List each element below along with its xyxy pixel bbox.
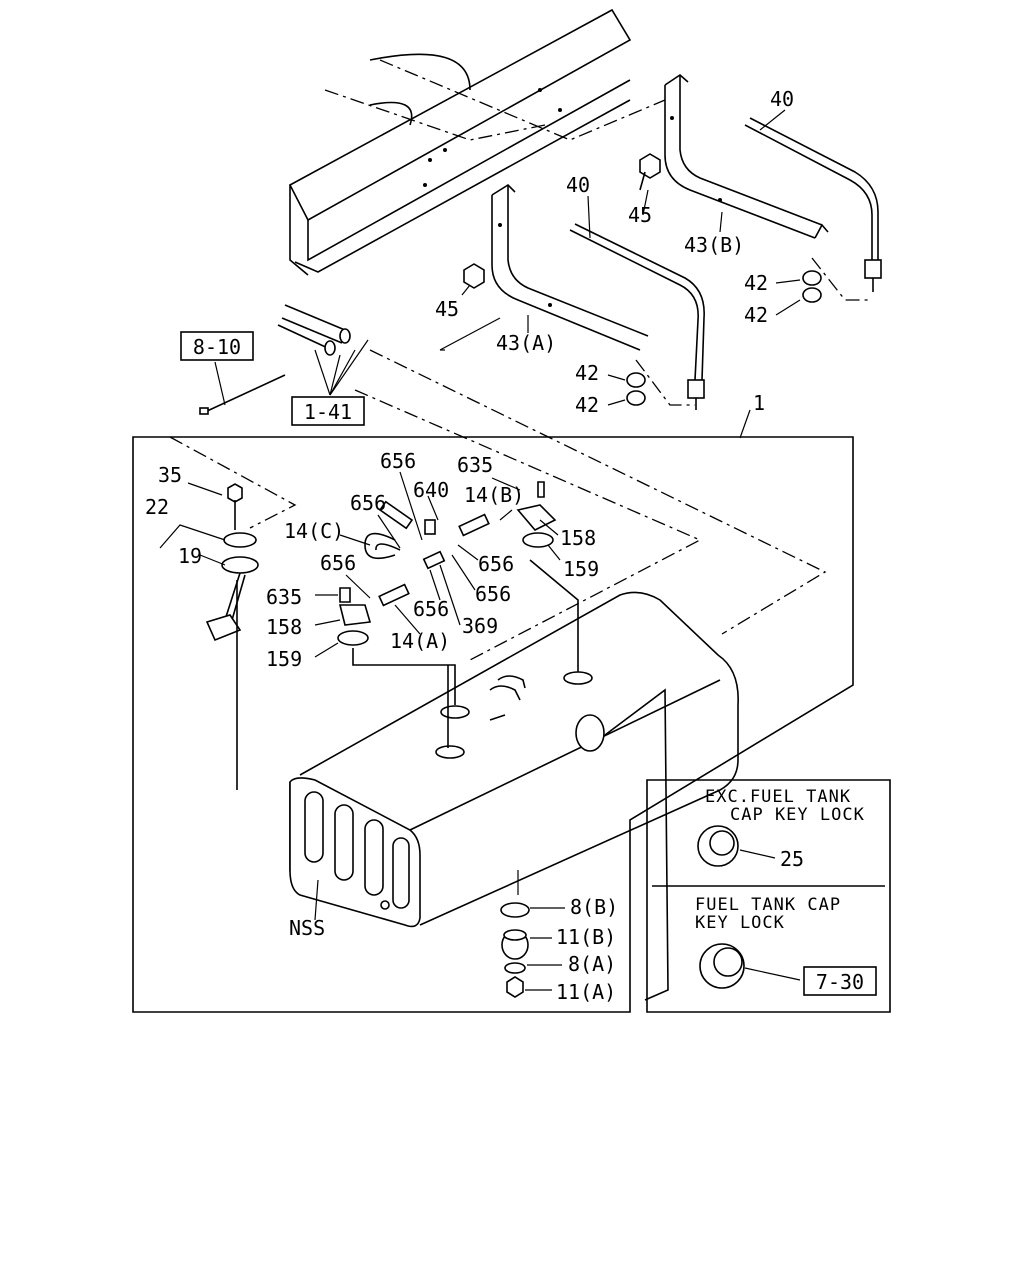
label-42-right-1: 42 xyxy=(744,271,768,295)
label-40-right: 40 xyxy=(770,87,794,111)
label-656-mid: 656 xyxy=(350,491,386,515)
bolt-45-left xyxy=(463,263,485,289)
frame-rail xyxy=(288,8,666,276)
note-exc-line1: EXC.FUEL TANK xyxy=(705,787,851,807)
label-369: 369 xyxy=(462,614,498,638)
bracket-43b xyxy=(664,73,829,239)
label-8a: 8(A) xyxy=(568,952,616,976)
label-656-right: 656 xyxy=(478,552,514,576)
label-14c: 14(C) xyxy=(284,519,344,543)
label-656-right-low: 656 xyxy=(475,582,511,606)
label-42-left-1: 42 xyxy=(575,361,599,385)
label-11a: 11(A) xyxy=(556,980,616,1004)
strap-40-right xyxy=(744,117,882,292)
fuel-sender xyxy=(205,483,259,790)
fuel-tank xyxy=(289,591,739,928)
cap-options-frame xyxy=(646,779,891,1013)
note-exc-line2: CAP KEY LOCK xyxy=(730,805,865,825)
label-635-top: 635 xyxy=(457,453,493,477)
note-key-line2: KEY LOCK xyxy=(695,913,785,933)
ref-7-30-label: 7-30 xyxy=(816,970,864,994)
label-43b: 43(B) xyxy=(684,233,744,257)
label-22: 22 xyxy=(145,495,169,519)
ref-8-10[interactable]: 8-10 xyxy=(180,331,254,361)
main-assembly-frame xyxy=(132,436,854,1013)
label-158-right: 158 xyxy=(560,526,596,550)
label-8b: 8(B) xyxy=(570,895,618,919)
label-42-left-2: 42 xyxy=(575,393,599,417)
label-14a: 14(A) xyxy=(390,629,450,653)
label-40-left: 40 xyxy=(566,173,590,197)
label-656-left: 656 xyxy=(320,551,356,575)
bracket-43a xyxy=(491,183,649,351)
label-1: 1 xyxy=(753,391,765,415)
drain-parts xyxy=(500,902,530,998)
label-158-left: 158 xyxy=(266,615,302,639)
label-640: 640 xyxy=(413,478,449,502)
fuel-cap-key-lock xyxy=(699,943,801,989)
label-45-left: 45 xyxy=(435,297,459,321)
label-19: 19 xyxy=(178,544,202,568)
label-25: 25 xyxy=(780,847,804,871)
harness-8-10 xyxy=(199,361,286,415)
label-159-left: 159 xyxy=(266,647,302,671)
nuts-42-right xyxy=(802,257,870,303)
ref-1-41-label: 1-41 xyxy=(304,400,352,424)
label-43a: 43(A) xyxy=(496,331,556,355)
label-14b: 14(B) xyxy=(464,483,524,507)
label-nss: NSS xyxy=(289,916,325,940)
label-159-right: 159 xyxy=(563,557,599,581)
hose-fittings xyxy=(337,481,557,646)
label-656-top: 656 xyxy=(380,449,416,473)
ref-8-10-label: 8-10 xyxy=(193,335,241,359)
fuel-cap-25 xyxy=(697,825,776,867)
label-656-center: 656 xyxy=(413,597,449,621)
label-45-right: 45 xyxy=(628,203,652,227)
bolt-45-right xyxy=(639,153,661,191)
nuts-42-left xyxy=(626,359,695,406)
label-635-left: 635 xyxy=(266,585,302,609)
label-35: 35 xyxy=(158,463,182,487)
hoses-1-41 xyxy=(277,304,369,396)
label-42-right-2: 42 xyxy=(744,303,768,327)
strap-40-left xyxy=(569,223,705,410)
note-key-line1: FUEL TANK CAP xyxy=(695,895,841,915)
label-11b: 11(B) xyxy=(556,925,616,949)
ref-1-41[interactable]: 1-41 xyxy=(291,396,365,426)
ref-7-30[interactable]: 7-30 xyxy=(803,966,877,996)
